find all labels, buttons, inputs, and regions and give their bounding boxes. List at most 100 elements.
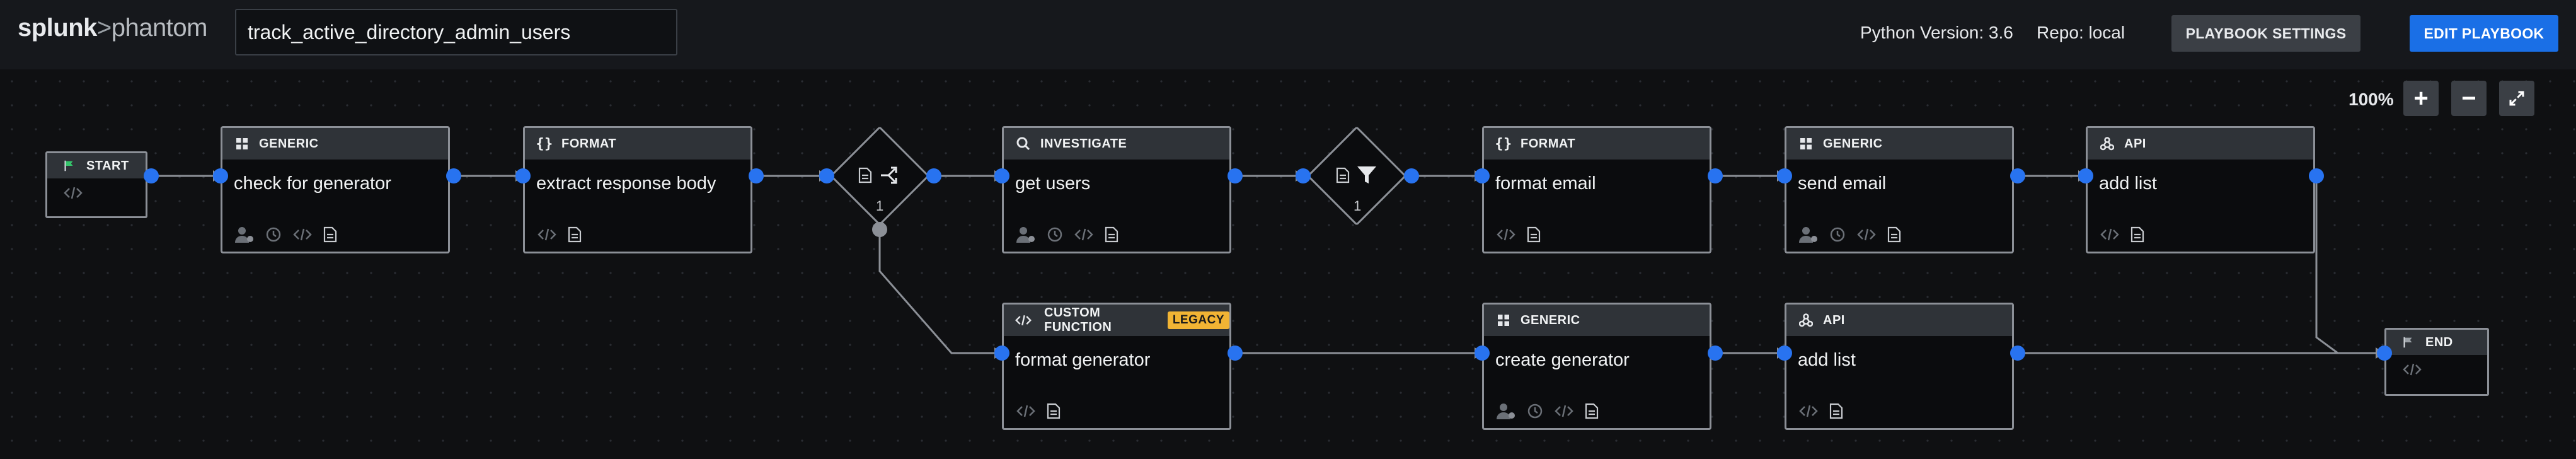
node-check-for-generator[interactable]: GENERIC check for generator bbox=[221, 126, 450, 253]
end-label: END bbox=[2425, 335, 2453, 349]
document-icon[interactable] bbox=[1585, 403, 1599, 419]
code-icon[interactable] bbox=[1074, 228, 1093, 241]
node-format-email[interactable]: {} FORMAT format email bbox=[1482, 126, 1711, 253]
user-icon[interactable] bbox=[1497, 403, 1515, 419]
input-port[interactable] bbox=[1777, 346, 1792, 361]
node-header: API bbox=[2088, 128, 2313, 160]
node-title: create generator bbox=[1495, 350, 1630, 370]
input-port[interactable] bbox=[819, 168, 834, 183]
document-icon[interactable] bbox=[1829, 403, 1843, 419]
output-port[interactable] bbox=[1404, 168, 1419, 183]
output-port[interactable] bbox=[2010, 168, 2025, 183]
input-port[interactable] bbox=[2078, 168, 2093, 183]
code-icon[interactable] bbox=[1555, 404, 1573, 418]
flag-icon bbox=[2400, 334, 2417, 351]
node-send-email[interactable]: GENERIC send email bbox=[1785, 126, 2014, 253]
zoom-out-button[interactable]: − bbox=[2451, 81, 2487, 116]
input-port[interactable] bbox=[515, 168, 531, 183]
else-output-port[interactable] bbox=[872, 222, 887, 237]
node-header: {} FORMAT bbox=[525, 128, 750, 160]
code-icon[interactable] bbox=[1497, 228, 1515, 241]
expand-icon bbox=[2509, 91, 2524, 106]
output-port[interactable] bbox=[749, 168, 764, 183]
user-icon[interactable] bbox=[1799, 226, 1818, 243]
zoom-level: 100% bbox=[2349, 90, 2394, 109]
playbook-name-input[interactable] bbox=[235, 9, 677, 55]
edit-playbook-button[interactable]: EDIT PLAYBOOK bbox=[2410, 15, 2558, 52]
input-port[interactable] bbox=[994, 346, 1009, 361]
zoom-in-button[interactable]: + bbox=[2403, 81, 2439, 116]
output-port[interactable] bbox=[2010, 346, 2025, 361]
node-title: check for generator bbox=[234, 173, 391, 194]
braces-icon: {} bbox=[1495, 136, 1512, 152]
legacy-badge: LEGACY bbox=[1167, 311, 1229, 329]
node-toolbar bbox=[538, 226, 582, 243]
clock-icon[interactable] bbox=[1527, 403, 1543, 419]
node-end[interactable]: END bbox=[2384, 328, 2489, 396]
output-port[interactable] bbox=[1228, 168, 1243, 183]
output-port[interactable] bbox=[926, 168, 941, 183]
node-toolbar bbox=[1016, 403, 1061, 419]
node-toolbar bbox=[1497, 226, 1541, 243]
plus-icon: + bbox=[2413, 84, 2429, 112]
document-icon[interactable] bbox=[1527, 226, 1541, 243]
document-icon[interactable] bbox=[1887, 226, 1901, 243]
node-format-generator[interactable]: CUSTOM FUNCTION LEGACY format generator bbox=[1002, 303, 1231, 430]
python-version: Python Version: 3.6 bbox=[1860, 23, 2013, 42]
decision-count: 1 bbox=[876, 198, 884, 214]
input-port[interactable] bbox=[1777, 168, 1792, 183]
output-port[interactable] bbox=[1708, 346, 1723, 361]
code-icon[interactable] bbox=[1857, 228, 1876, 241]
input-port[interactable] bbox=[213, 168, 228, 183]
input-port[interactable] bbox=[1475, 346, 1490, 361]
filter-icon bbox=[1357, 166, 1376, 183]
input-port[interactable] bbox=[994, 168, 1009, 183]
app-header: splunk>phantom Python Version: 3.6 Repo:… bbox=[0, 0, 2576, 70]
node-header: GENERIC bbox=[1786, 128, 2012, 160]
node-header: API bbox=[1786, 305, 2012, 336]
node-add-list-bottom[interactable]: API add list bbox=[1785, 303, 2014, 430]
grid-icon bbox=[234, 136, 250, 152]
filter-icons bbox=[1319, 163, 1394, 188]
code-icon[interactable] bbox=[1016, 404, 1035, 418]
flag-icon bbox=[61, 158, 78, 174]
document-icon[interactable] bbox=[1105, 226, 1118, 243]
code-icon[interactable] bbox=[2100, 228, 2119, 241]
output-port[interactable] bbox=[1228, 346, 1243, 361]
node-title: format email bbox=[1495, 173, 1596, 194]
node-get-users[interactable]: INVESTIGATE get users bbox=[1002, 126, 1231, 253]
splunk-phantom-logo[interactable]: splunk>phantom bbox=[18, 14, 207, 42]
input-port[interactable] bbox=[1475, 168, 1490, 183]
node-type: FORMAT bbox=[1521, 136, 1576, 151]
logo-separator: > bbox=[96, 14, 112, 42]
code-icon[interactable] bbox=[293, 228, 312, 241]
input-port[interactable] bbox=[1296, 168, 1311, 183]
fullscreen-button[interactable] bbox=[2499, 81, 2534, 116]
user-icon[interactable] bbox=[235, 226, 254, 243]
node-add-list-top[interactable]: API add list bbox=[2086, 126, 2315, 253]
output-port[interactable] bbox=[2309, 168, 2324, 183]
output-port[interactable] bbox=[446, 168, 461, 183]
code-icon[interactable] bbox=[538, 228, 556, 241]
end-input-port[interactable] bbox=[2377, 346, 2392, 361]
document-icon[interactable] bbox=[323, 226, 337, 243]
clock-icon[interactable] bbox=[265, 226, 282, 243]
end-header: END bbox=[2386, 330, 2487, 355]
document-icon[interactable] bbox=[1047, 403, 1061, 419]
node-header: GENERIC bbox=[1484, 305, 1710, 336]
document-icon[interactable] bbox=[2130, 226, 2144, 243]
node-extract-response-body[interactable]: {} FORMAT extract response body bbox=[523, 126, 752, 253]
output-port[interactable] bbox=[1708, 168, 1723, 183]
start-output-port[interactable] bbox=[144, 168, 159, 183]
playbook-settings-button[interactable]: PLAYBOOK SETTINGS bbox=[2171, 15, 2360, 52]
node-create-generator[interactable]: GENERIC create generator bbox=[1482, 303, 1711, 430]
user-icon[interactable] bbox=[1016, 226, 1035, 243]
api-icon bbox=[1798, 312, 1814, 328]
document-icon bbox=[1336, 167, 1350, 183]
clock-icon[interactable] bbox=[1047, 226, 1063, 243]
node-toolbar bbox=[2100, 226, 2144, 243]
node-start[interactable]: START bbox=[45, 151, 147, 218]
clock-icon[interactable] bbox=[1829, 226, 1846, 243]
code-icon[interactable] bbox=[1799, 404, 1818, 418]
document-icon[interactable] bbox=[568, 226, 582, 243]
